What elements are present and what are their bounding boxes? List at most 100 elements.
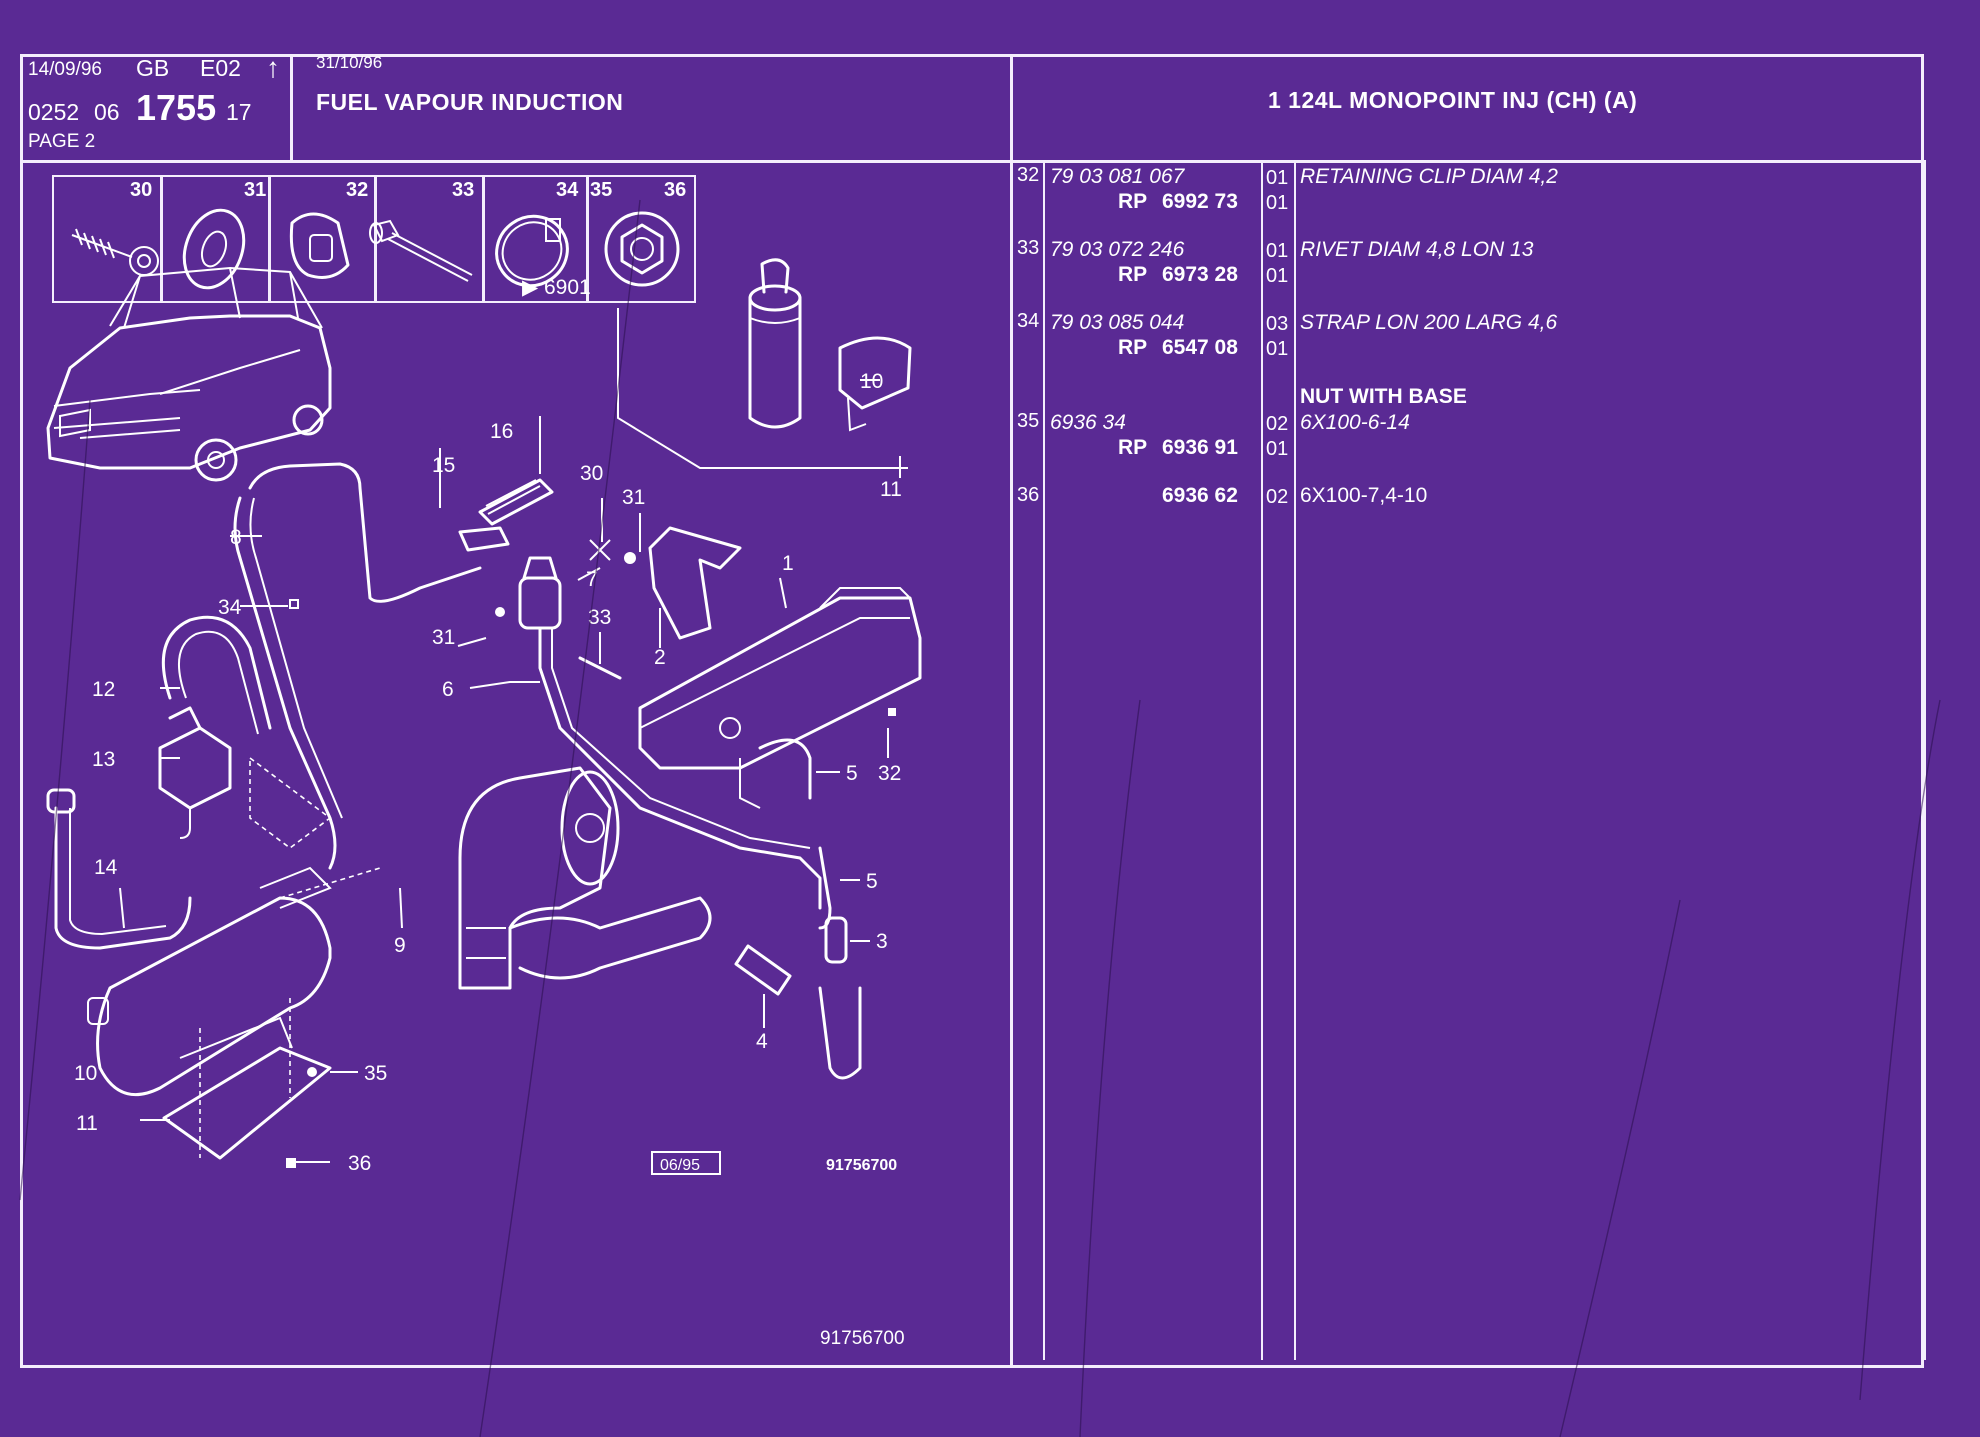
row-ref: 79 03 072 246 xyxy=(1050,238,1185,261)
hose-12 xyxy=(161,615,272,730)
strap-34 xyxy=(289,599,299,609)
strap-icon xyxy=(495,214,569,288)
ref-arrow-label: ▶ 6901 xyxy=(522,276,591,299)
clip-icon xyxy=(289,212,350,279)
callout-number: 32 xyxy=(878,762,901,785)
strip-divider xyxy=(374,175,377,303)
screw-30 xyxy=(589,539,611,561)
row-desc: RIVET DIAM 4,8 LON 13 xyxy=(1300,238,1534,261)
row-qty: 02 xyxy=(1266,413,1289,435)
row-item: 33 xyxy=(1017,237,1040,259)
callout-number: 14 xyxy=(94,856,118,879)
row-rp-ref: 6973 28 xyxy=(1162,263,1238,286)
callout-number: 33 xyxy=(588,606,611,629)
intake-elbow xyxy=(458,766,712,990)
hose-bottom xyxy=(818,986,862,1080)
bracket-11 xyxy=(162,998,332,1160)
flange-nut-icon xyxy=(604,211,680,287)
table-col-qty xyxy=(1294,160,1296,1360)
header-code-prefix: 0252 xyxy=(28,99,80,125)
header-code-main: 1755 xyxy=(136,87,217,128)
callout-number: 11 xyxy=(76,1112,98,1135)
row-ref: 79 03 085 044 xyxy=(1050,311,1185,334)
callout-number: 5 xyxy=(866,870,878,893)
row-rp-ref: 6992 73 xyxy=(1162,190,1238,213)
callout-leaders xyxy=(119,379,901,1163)
row-item: 36 xyxy=(1017,484,1040,506)
row-item: 34 xyxy=(1017,310,1040,332)
callout-number: 2 xyxy=(654,646,666,669)
thumb-number: 33 xyxy=(452,179,475,201)
row-rp-qty: 01 xyxy=(1266,192,1289,214)
up-arrow-icon: ↑ xyxy=(266,52,280,83)
bracket-2 xyxy=(648,526,742,640)
washer-31b xyxy=(495,607,505,617)
row-rp: RP xyxy=(1118,336,1148,359)
thumb-number: 34 xyxy=(556,179,579,201)
row-item: 32 xyxy=(1017,164,1040,186)
row-rp-qty: 01 xyxy=(1266,265,1289,287)
main-col-divider xyxy=(1010,54,1013,1368)
callout-number: 8 xyxy=(230,526,242,549)
model-title: 1 124L MONOPOINT INJ (CH) (A) xyxy=(1268,87,1638,113)
header-date1: 14/09/96 xyxy=(28,59,102,80)
callout-number: 11 xyxy=(880,478,902,501)
sheet-frame xyxy=(20,54,1924,1368)
row-rp-qty: 01 xyxy=(1266,438,1289,460)
callout-number: 3 xyxy=(876,930,888,953)
row-ref: 79 03 081 067 xyxy=(1050,165,1185,188)
callout-number: 34 xyxy=(218,596,242,619)
van-illustration xyxy=(46,266,332,482)
callout-number: 13 xyxy=(92,748,115,771)
callout-number: 7 xyxy=(586,568,598,591)
small-parts-icons xyxy=(71,208,680,290)
callout-number: 10 xyxy=(74,1062,97,1085)
connector-3 xyxy=(824,916,848,964)
header-date2: 31/10/96 xyxy=(316,53,383,72)
table-col-item xyxy=(1043,160,1045,1360)
callout-number: 35 xyxy=(364,1062,387,1085)
clamp-top xyxy=(838,336,912,432)
row-item: 35 xyxy=(1017,410,1040,432)
rivet-icon xyxy=(369,219,473,282)
row-qty: 01 xyxy=(1266,167,1289,189)
group-heading: NUT WITH BASE xyxy=(1300,385,1467,408)
row-rp: RP xyxy=(1118,436,1148,459)
hose-8 xyxy=(248,462,482,603)
table-col-end xyxy=(1924,160,1926,1360)
callout-number: 31 xyxy=(432,626,455,649)
exploded-diagram: ▶ 6901 xyxy=(46,258,922,1348)
row-desc: 6X100-6-14 xyxy=(1300,411,1410,434)
header-divider xyxy=(20,160,1924,163)
valve-13 xyxy=(158,706,232,839)
header-edition: E02 xyxy=(200,55,241,81)
valve-6 xyxy=(518,556,822,910)
row-rp-qty: 01 xyxy=(1266,338,1289,360)
nut-35 xyxy=(307,1067,317,1077)
canister-top xyxy=(748,258,802,429)
clip-32 xyxy=(888,708,896,716)
table-col-ref xyxy=(1261,160,1263,1360)
header-col-divider xyxy=(290,54,293,160)
thumb-number: 36 xyxy=(664,179,687,201)
part-15 xyxy=(458,526,510,552)
row-rp: RP xyxy=(1118,190,1148,213)
strip-divider xyxy=(586,175,589,303)
date-stamp-box xyxy=(651,1151,721,1175)
washer-icon xyxy=(182,208,246,290)
row-ref: 6936 62 xyxy=(1162,484,1238,507)
row-desc: STRAP LON 200 LARG 4,6 xyxy=(1300,311,1558,334)
callout-number: 12 xyxy=(92,678,115,701)
row-qty: 02 xyxy=(1266,486,1289,508)
washer-31 xyxy=(624,552,636,564)
leader-line xyxy=(617,308,908,469)
nut-36 xyxy=(286,1158,296,1168)
hose-14 xyxy=(54,806,192,950)
strip-divider xyxy=(482,175,485,303)
thumb-number: 35 xyxy=(590,179,613,201)
callout-number: 9 xyxy=(394,934,406,957)
dash-link xyxy=(249,756,332,849)
callout-number: 30 xyxy=(580,462,603,485)
callout-number: 36 xyxy=(348,1152,371,1175)
